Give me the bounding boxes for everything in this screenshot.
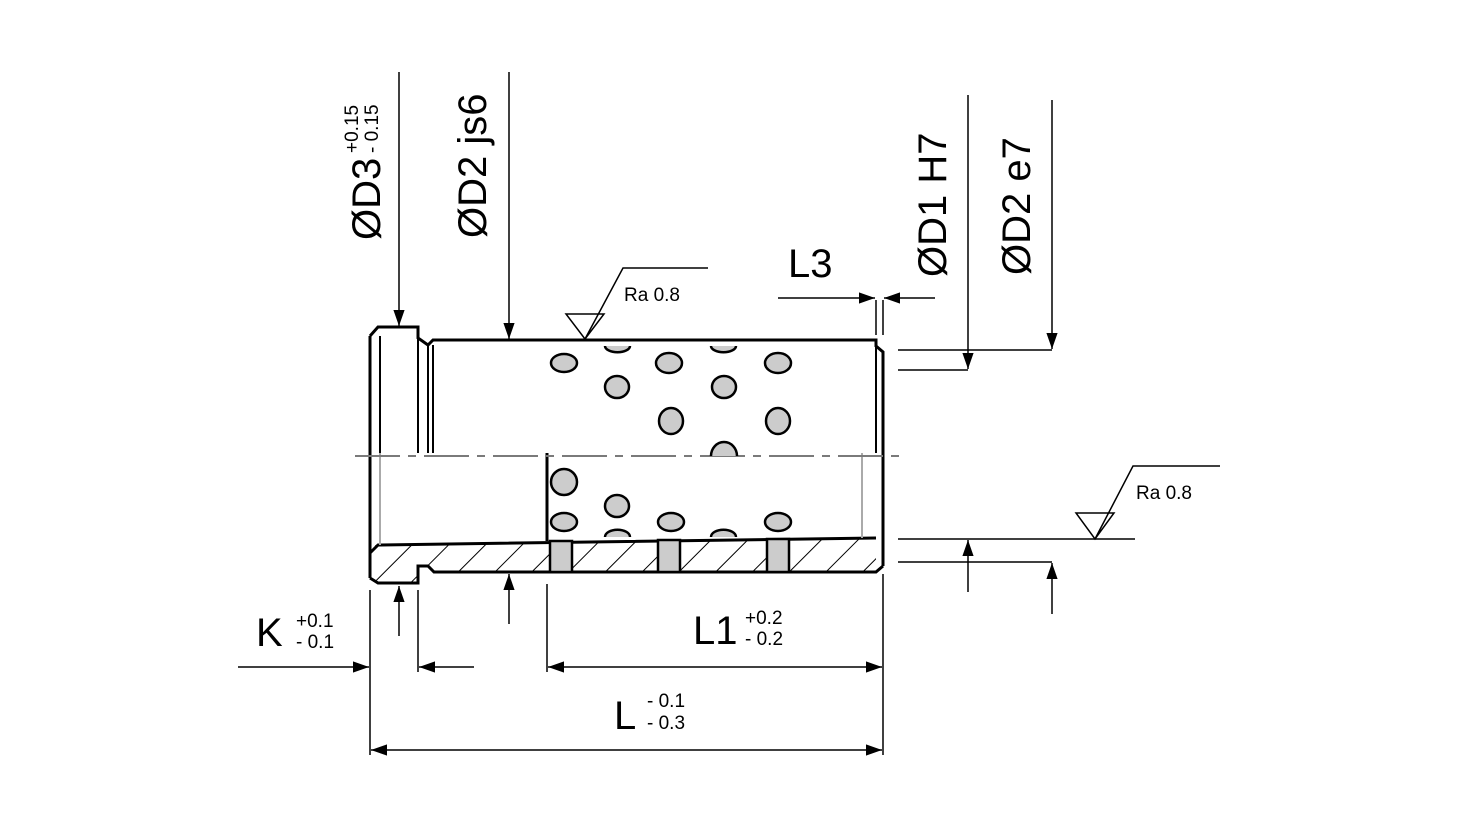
lube-hole — [710, 374, 738, 400]
lube-hole — [549, 352, 579, 374]
lube-hole — [709, 440, 739, 457]
d3-tol-upper: +0.15 — [342, 105, 363, 153]
lube-hole — [654, 351, 684, 375]
l1-tol-upper: +0.2 — [745, 608, 783, 629]
lube-hole — [709, 345, 738, 354]
k-tol-upper: +0.1 — [296, 611, 334, 632]
lube-hole — [763, 351, 793, 375]
d3-label: ØD3 +0.15 - 0.15 — [342, 104, 389, 240]
lube-hole — [656, 511, 686, 533]
d3-tol-lower: - 0.15 — [362, 104, 383, 153]
l-tol-lower: - 0.3 — [647, 713, 685, 734]
l-label: L — [614, 694, 636, 738]
d2js6-label: ØD2 js6 — [451, 94, 495, 239]
l-tol-upper: - 0.1 — [647, 691, 685, 712]
lube-hole — [603, 528, 632, 538]
l1-tol-lower: - 0.2 — [745, 629, 783, 650]
ra-top-label: Ra 0.8 — [624, 285, 680, 306]
d1h7-label: ØD1 H7 — [911, 133, 955, 278]
lube-hole — [603, 374, 631, 400]
dimension-lines — [238, 72, 1220, 756]
lube-hole — [709, 528, 738, 538]
ra-symbol-top — [564, 267, 708, 341]
lube-hole — [549, 467, 579, 497]
lube-hole — [603, 345, 632, 354]
lube-pocket — [765, 537, 791, 574]
d2e7-label: ØD2 e7 — [995, 137, 1039, 275]
d3-text: ØD3 — [345, 158, 389, 240]
k-label: K — [256, 611, 283, 655]
section-lower — [368, 453, 884, 585]
lube-pocket — [656, 538, 682, 574]
lube-hole — [764, 406, 792, 436]
lube-hole — [603, 493, 631, 519]
lube-holes — [549, 345, 793, 538]
ra-right-label: Ra 0.8 — [1136, 483, 1192, 504]
l3-label: L3 — [788, 242, 833, 286]
body-outline — [368, 325, 885, 453]
lube-hole — [549, 511, 579, 533]
l1-label: L1 — [693, 609, 738, 653]
lube-pocket — [548, 539, 574, 574]
k-tol-lower: - 0.1 — [296, 632, 334, 653]
lube-hole — [657, 406, 685, 436]
ra-symbol-right — [1074, 465, 1220, 541]
lube-hole — [763, 511, 793, 533]
